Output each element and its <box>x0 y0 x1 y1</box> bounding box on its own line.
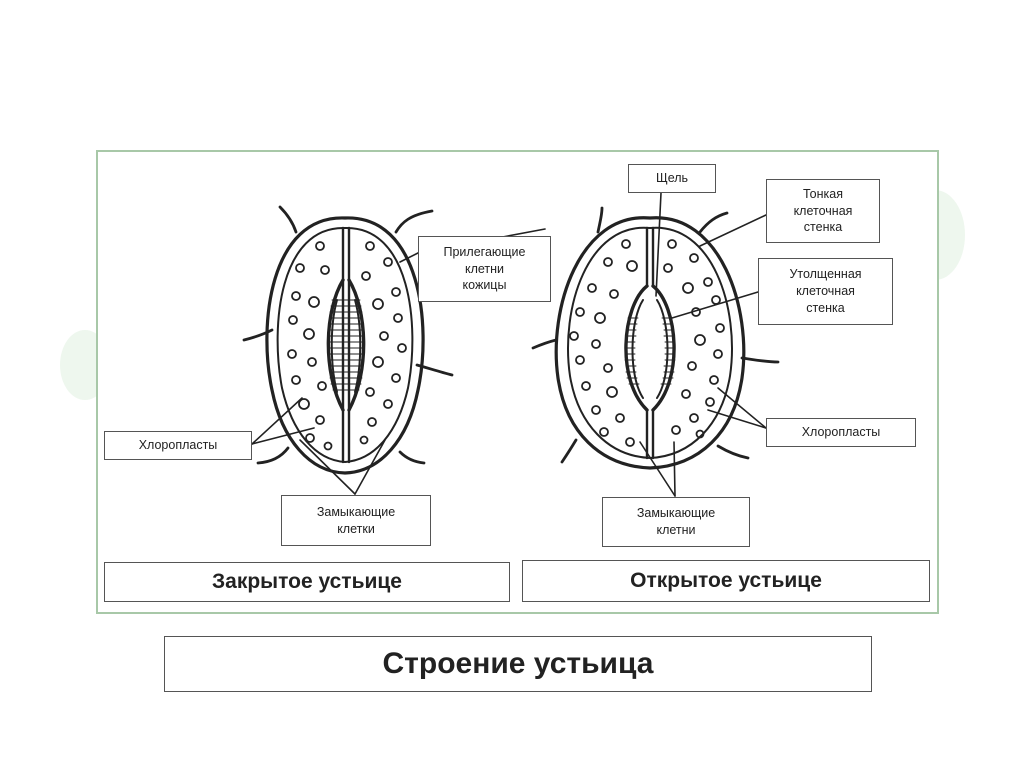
label-chloroplasts-right: Хлоропласты <box>766 418 916 447</box>
pointer-lines <box>251 192 767 497</box>
closed-stoma-drawing <box>242 205 454 475</box>
label-thin-cell-wall: Тонкая клеточная стенка <box>766 179 880 243</box>
label-adjacent-epidermal-cells: Прилегающие клетни кожицы <box>418 236 551 302</box>
label-guard-cells-left: Замыкающие клетки <box>281 495 431 546</box>
label-slit: Щель <box>628 164 716 193</box>
label-guard-cells-right: Замыкающие клетни <box>602 497 750 547</box>
label-chloroplasts-left: Хлоропласты <box>104 431 252 460</box>
page-title: Строение устьица <box>164 636 872 692</box>
caption-closed-stoma: Закрытое устьице <box>104 562 510 602</box>
label-thickened-cell-wall: Утолщенная клеточная стенка <box>758 258 893 325</box>
caption-open-stoma: Открытое устьице <box>522 560 930 602</box>
open-stoma-drawing <box>531 206 780 470</box>
